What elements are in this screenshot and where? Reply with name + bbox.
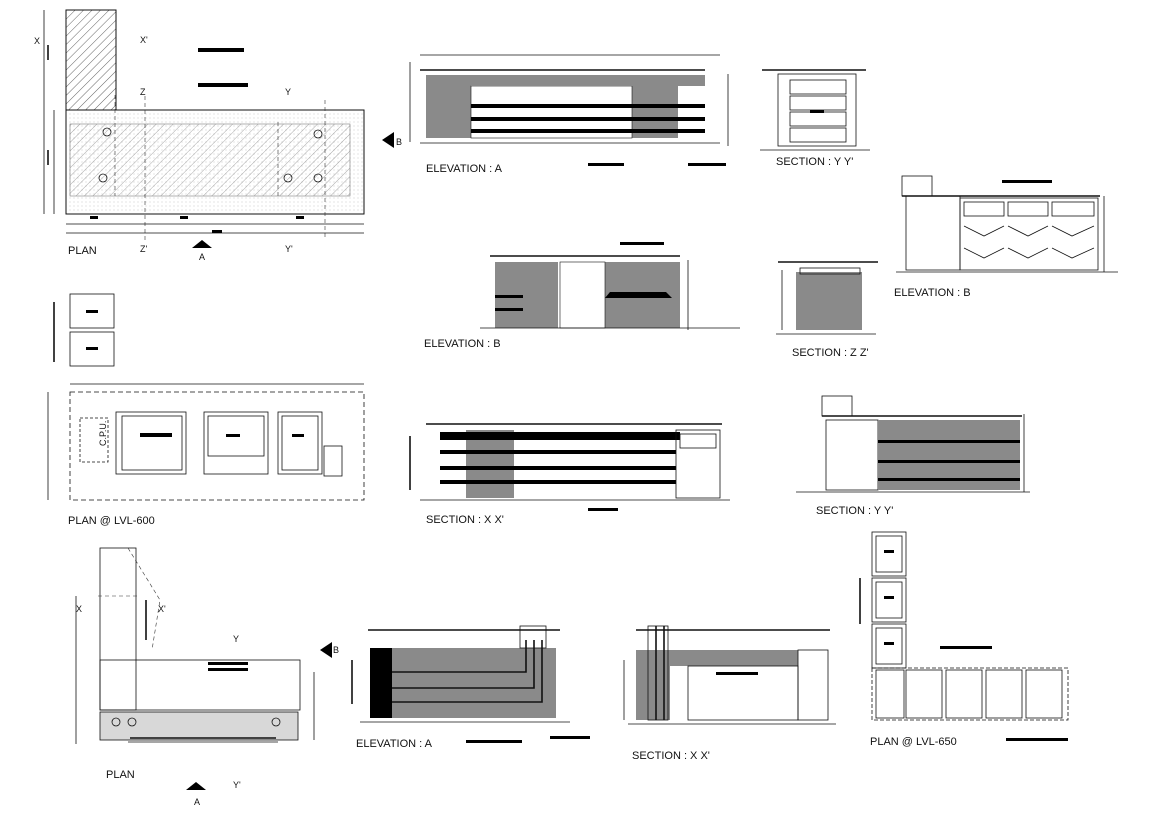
plan-lvl-650-title: PLAN @ LVL-650 xyxy=(870,736,957,748)
marker-y-bottom: Y xyxy=(233,634,239,644)
section-xx-bottom-title: SECTION : X X' xyxy=(632,750,710,762)
plan-bottom-title: PLAN xyxy=(106,769,135,781)
section-yy-top-title: SECTION : Y Y' xyxy=(776,156,853,168)
marker-y-prime-bottom: Y' xyxy=(233,780,241,790)
marker-a: A xyxy=(199,252,205,262)
plan-lvl-600-title: PLAN @ LVL-600 xyxy=(68,515,155,527)
section-yy-mid-title: SECTION : Y Y' xyxy=(816,505,893,517)
plan-lvl-650-view xyxy=(859,531,1069,741)
section-xx-mid-view xyxy=(409,423,730,511)
elevation-b-right-view xyxy=(896,175,1118,273)
elevation-b-mid-title: ELEVATION : B xyxy=(424,338,501,350)
marker-y-prime: Y' xyxy=(285,244,293,254)
marker-b-bottom: B xyxy=(333,645,339,655)
section-zz-view xyxy=(776,261,878,335)
marker-a-bottom: A xyxy=(194,797,200,807)
section-zz-title: SECTION : Z Z' xyxy=(792,347,869,359)
section-yy-top-view xyxy=(727,69,870,151)
elevation-a-bottom-view xyxy=(320,625,590,743)
elevation-b-right-title: ELEVATION : B xyxy=(894,287,971,299)
marker-x: X xyxy=(34,36,40,46)
elevation-a-top-title: ELEVATION : A xyxy=(426,163,503,175)
cpu-label: C.P.U. xyxy=(98,421,108,446)
elevation-a-bottom-title: ELEVATION : A xyxy=(356,738,433,750)
section-xx-bottom-view xyxy=(623,625,836,725)
section-yy-mid-view xyxy=(796,395,1030,493)
plan-top-title: PLAN xyxy=(68,245,97,257)
elevation-b-mid-view xyxy=(480,242,740,330)
plan-bottom-view xyxy=(75,547,315,790)
marker-y: Y xyxy=(285,87,291,97)
marker-x-prime-bottom: X' xyxy=(158,604,166,614)
elevation-a-top-view xyxy=(382,54,726,166)
marker-x-prime: X' xyxy=(140,35,148,45)
plan-lvl-600-view xyxy=(47,293,365,501)
marker-x-bottom: X xyxy=(76,604,82,614)
section-xx-mid-title: SECTION : X X' xyxy=(426,514,504,526)
plan-top-view xyxy=(43,9,365,248)
marker-z: Z xyxy=(140,87,146,97)
marker-z-prime: Z' xyxy=(140,244,147,254)
marker-b-top: B xyxy=(396,137,402,147)
